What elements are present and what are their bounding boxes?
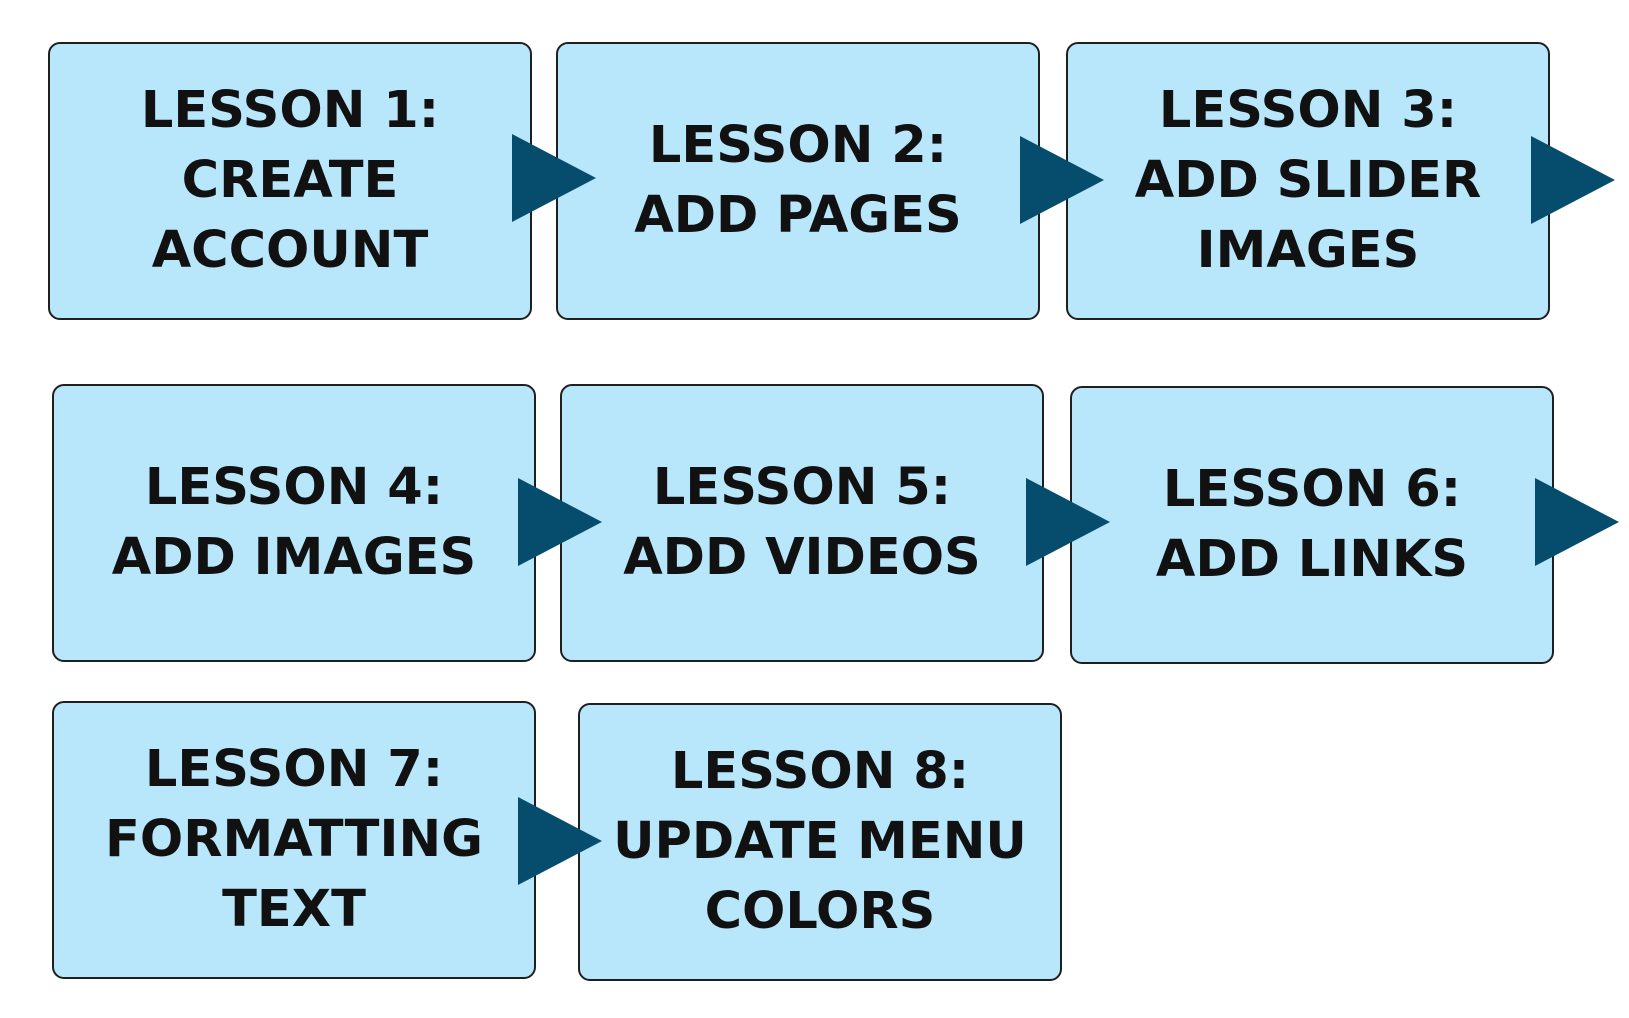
lesson-3-box: LESSON 3: ADD SLIDER IMAGES — [1066, 42, 1550, 320]
arrow-right-icon — [1527, 132, 1619, 228]
arrow-shape — [518, 797, 602, 885]
lesson-1-text: LESSON 1: CREATE ACCOUNT — [50, 76, 530, 286]
lesson-2-title: LESSON 2: — [648, 116, 948, 175]
arrow-right-icon-svg — [1026, 478, 1110, 566]
lesson-8-line-3: COLORS — [704, 882, 936, 941]
arrow-right-icon — [508, 130, 600, 226]
lesson-8-box: LESSON 8: UPDATE MENU COLORS — [578, 703, 1062, 981]
lesson-4-text: LESSON 4: ADD IMAGES — [54, 453, 534, 593]
lesson-2-box: LESSON 2: ADD PAGES — [556, 42, 1040, 320]
arrow-right-icon-svg — [512, 134, 596, 222]
lesson-4-title: LESSON 4: — [144, 458, 444, 517]
lesson-8-title: LESSON 8: — [670, 742, 970, 801]
lesson-7-title: LESSON 7: — [144, 740, 444, 799]
lesson-8-text: LESSON 8: UPDATE MENU COLORS — [580, 737, 1060, 947]
lesson-5-box: LESSON 5: ADD VIDEOS — [560, 384, 1044, 662]
lesson-5-line-2: ADD VIDEOS — [623, 528, 981, 587]
arrow-right-icon — [1016, 132, 1108, 228]
lesson-3-text: LESSON 3: ADD SLIDER IMAGES — [1068, 76, 1548, 286]
lesson-6-box: LESSON 6: ADD LINKS — [1070, 386, 1554, 664]
lesson-8-line-2: UPDATE MENU — [613, 812, 1027, 871]
lesson-4-line-2: ADD IMAGES — [111, 528, 477, 587]
lesson-7-line-2: FORMATTING — [105, 810, 483, 869]
arrow-right-icon-svg — [1535, 478, 1619, 566]
lesson-4-box: LESSON 4: ADD IMAGES — [52, 384, 536, 662]
arrow-shape — [518, 478, 602, 566]
arrow-right-icon-svg — [1531, 136, 1615, 224]
lesson-7-line-3: TEXT — [222, 880, 366, 939]
arrow-right-icon — [1531, 474, 1623, 570]
lesson-1-box: LESSON 1: CREATE ACCOUNT — [48, 42, 532, 320]
arrow-shape — [512, 134, 596, 222]
arrow-shape — [1020, 136, 1104, 224]
arrow-right-icon — [514, 793, 606, 889]
arrow-right-icon-svg — [518, 797, 602, 885]
arrow-shape — [1535, 478, 1619, 566]
lesson-5-title: LESSON 5: — [652, 458, 952, 517]
arrow-shape — [1531, 136, 1615, 224]
lesson-1-title: LESSON 1: — [140, 81, 440, 140]
lesson-2-line-2: ADD PAGES — [634, 186, 962, 245]
arrow-shape — [1026, 478, 1110, 566]
arrow-right-icon — [514, 474, 606, 570]
lesson-6-line-2: ADD LINKS — [1155, 530, 1469, 589]
lesson-3-line-3: IMAGES — [1196, 221, 1420, 280]
arrow-right-icon-svg — [1020, 136, 1104, 224]
lesson-5-text: LESSON 5: ADD VIDEOS — [562, 453, 1042, 593]
lesson-3-line-2: ADD SLIDER — [1134, 151, 1482, 210]
lesson-1-line-2: CREATE — [181, 151, 399, 210]
lesson-7-box: LESSON 7: FORMATTING TEXT — [52, 701, 536, 979]
lesson-2-text: LESSON 2: ADD PAGES — [558, 111, 1038, 251]
lesson-3-title: LESSON 3: — [1158, 81, 1458, 140]
lesson-6-title: LESSON 6: — [1162, 460, 1462, 519]
lesson-6-text: LESSON 6: ADD LINKS — [1072, 455, 1552, 595]
arrow-right-icon-svg — [518, 478, 602, 566]
lesson-1-line-3: ACCOUNT — [151, 221, 429, 280]
arrow-right-icon — [1022, 474, 1114, 570]
lesson-7-text: LESSON 7: FORMATTING TEXT — [54, 735, 534, 945]
